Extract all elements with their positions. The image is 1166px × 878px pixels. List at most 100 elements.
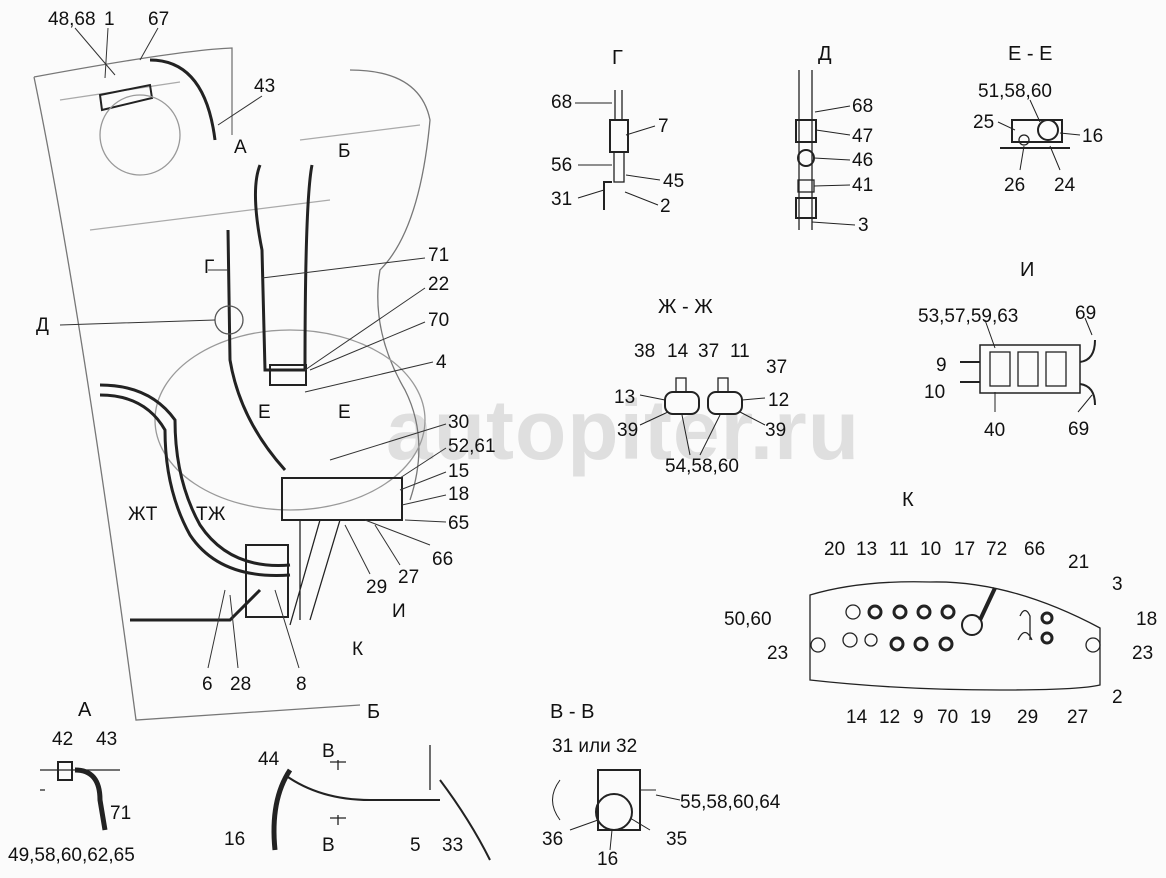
callout: 29 bbox=[366, 577, 388, 598]
callout: 46 bbox=[852, 150, 874, 171]
section-marker: Е bbox=[258, 402, 271, 423]
callout: 72 bbox=[986, 539, 1008, 560]
view-title: Е - Е bbox=[1008, 43, 1053, 65]
callout: 10 bbox=[924, 382, 946, 403]
callout: 50,60 bbox=[724, 609, 772, 630]
callout: 48,68 bbox=[48, 9, 96, 30]
view-title: В - В bbox=[550, 701, 595, 723]
callout: 55,58,60,64 bbox=[680, 792, 781, 813]
callout: 71 bbox=[110, 803, 132, 824]
callout: 11 bbox=[889, 539, 909, 560]
callout: 16 bbox=[1082, 126, 1104, 147]
callout: 3 bbox=[858, 215, 869, 236]
callout: 35 bbox=[666, 829, 688, 850]
main-assembly-view bbox=[33, 47, 431, 721]
view-ee-drawing bbox=[997, 99, 1081, 171]
callout: 65 bbox=[448, 513, 470, 534]
callout: 47 bbox=[852, 126, 874, 147]
callout: 67 bbox=[148, 9, 170, 30]
callout: 5 bbox=[410, 835, 421, 856]
section-marker: ТЖ bbox=[196, 504, 226, 525]
callout: 69 bbox=[1068, 419, 1090, 440]
callout: 45 bbox=[663, 171, 685, 192]
callout: 19 bbox=[970, 707, 992, 728]
callout: 7 bbox=[658, 116, 669, 137]
view-title: А bbox=[78, 699, 92, 721]
callout: 25 bbox=[973, 112, 995, 133]
callout: 15 bbox=[448, 461, 470, 482]
view-title: И bbox=[1020, 259, 1035, 281]
section-marker: А bbox=[234, 137, 247, 158]
section-marker: Е bbox=[338, 402, 351, 423]
callout: 13 bbox=[856, 539, 878, 560]
callout: 17 bbox=[954, 539, 976, 560]
callout: 14 bbox=[667, 341, 689, 362]
callout: 6 bbox=[202, 674, 213, 695]
callout: 29 bbox=[1017, 707, 1039, 728]
callout: 2 bbox=[660, 196, 671, 217]
view-vv-drawing bbox=[552, 769, 681, 851]
callout: 68 bbox=[551, 92, 573, 113]
view-g-drawing bbox=[575, 90, 661, 210]
callout: 4 bbox=[436, 352, 447, 373]
callout: 24 bbox=[1054, 175, 1076, 196]
callout: 8 bbox=[296, 674, 307, 695]
view-title: Б bbox=[367, 701, 381, 723]
callout: 70 bbox=[428, 310, 450, 331]
callout: 66 bbox=[1024, 539, 1046, 560]
callout: 53,57,59,63 bbox=[918, 306, 1019, 327]
callout: 33 bbox=[442, 835, 464, 856]
callout: 42 bbox=[52, 729, 74, 750]
view-title: К bbox=[902, 489, 914, 511]
callout: 13 bbox=[614, 387, 636, 408]
callout: 30 bbox=[448, 412, 470, 433]
callout: 39 bbox=[617, 420, 639, 441]
section-marker: Д bbox=[36, 315, 49, 336]
callout: 16 bbox=[224, 829, 246, 850]
view-zhzh-drawing bbox=[639, 377, 766, 456]
callout: 10 bbox=[920, 539, 942, 560]
callout: 9 bbox=[936, 355, 947, 376]
section-marker: В bbox=[322, 741, 335, 762]
callout: 66 bbox=[432, 549, 454, 570]
callout: 38 bbox=[634, 341, 656, 362]
callout: 23 bbox=[1132, 643, 1154, 664]
callout: 70 bbox=[937, 707, 959, 728]
callout: 49,58,60,62,65 bbox=[8, 845, 135, 866]
callout: 12 bbox=[879, 707, 901, 728]
callout: 43 bbox=[254, 76, 276, 97]
callout: 20 bbox=[824, 539, 846, 560]
view-title: Д bbox=[818, 43, 832, 65]
section-marker: В bbox=[322, 835, 335, 856]
callout: 31 или 32 bbox=[552, 736, 638, 757]
callout: 40 bbox=[984, 420, 1006, 441]
callout: 16 bbox=[597, 849, 619, 870]
callout: 9 bbox=[913, 707, 924, 728]
callout: 28 bbox=[230, 674, 252, 695]
callout: 36 bbox=[542, 829, 564, 850]
view-d-drawing bbox=[795, 70, 856, 230]
callout: 69 bbox=[1075, 303, 1097, 324]
view-a-drawing bbox=[40, 761, 120, 831]
callout: 18 bbox=[448, 484, 470, 505]
view-b-drawing bbox=[271, 745, 491, 861]
callout: 56 bbox=[551, 155, 573, 176]
watermark: autopiter.ru bbox=[386, 383, 861, 477]
view-i-drawing bbox=[960, 317, 1096, 413]
view-title: Г bbox=[612, 47, 623, 69]
callout: 3 bbox=[1112, 574, 1123, 595]
section-marker: К bbox=[352, 639, 364, 660]
callout: 26 bbox=[1004, 175, 1026, 196]
callout: 68 bbox=[852, 96, 874, 117]
callout: 43 bbox=[96, 729, 118, 750]
callout: 41 bbox=[852, 175, 874, 196]
view-title: Ж - Ж bbox=[658, 296, 713, 318]
callout: 31 bbox=[551, 189, 573, 210]
callout: 51,58,60 bbox=[978, 81, 1052, 102]
section-marker: И bbox=[392, 601, 406, 622]
callout: 71 bbox=[428, 245, 450, 266]
callout: 1 bbox=[104, 9, 115, 30]
callout: 37 bbox=[766, 357, 788, 378]
callout: 44 bbox=[258, 749, 280, 770]
callout: 11 bbox=[730, 341, 750, 362]
